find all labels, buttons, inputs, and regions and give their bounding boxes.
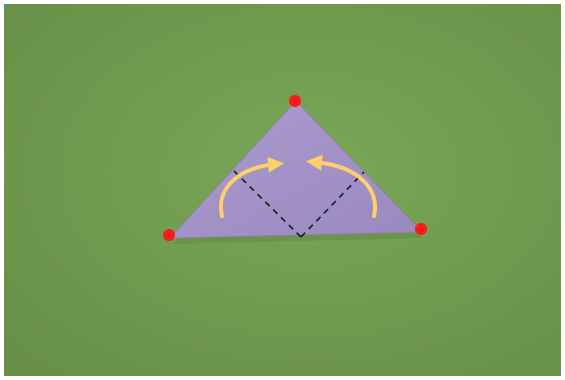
corner-marker-icon [289, 95, 301, 107]
origami-scene [4, 4, 561, 376]
corner-marker-icon [415, 223, 427, 235]
corner-marker-icon [163, 229, 175, 241]
origami-photo [4, 4, 561, 376]
